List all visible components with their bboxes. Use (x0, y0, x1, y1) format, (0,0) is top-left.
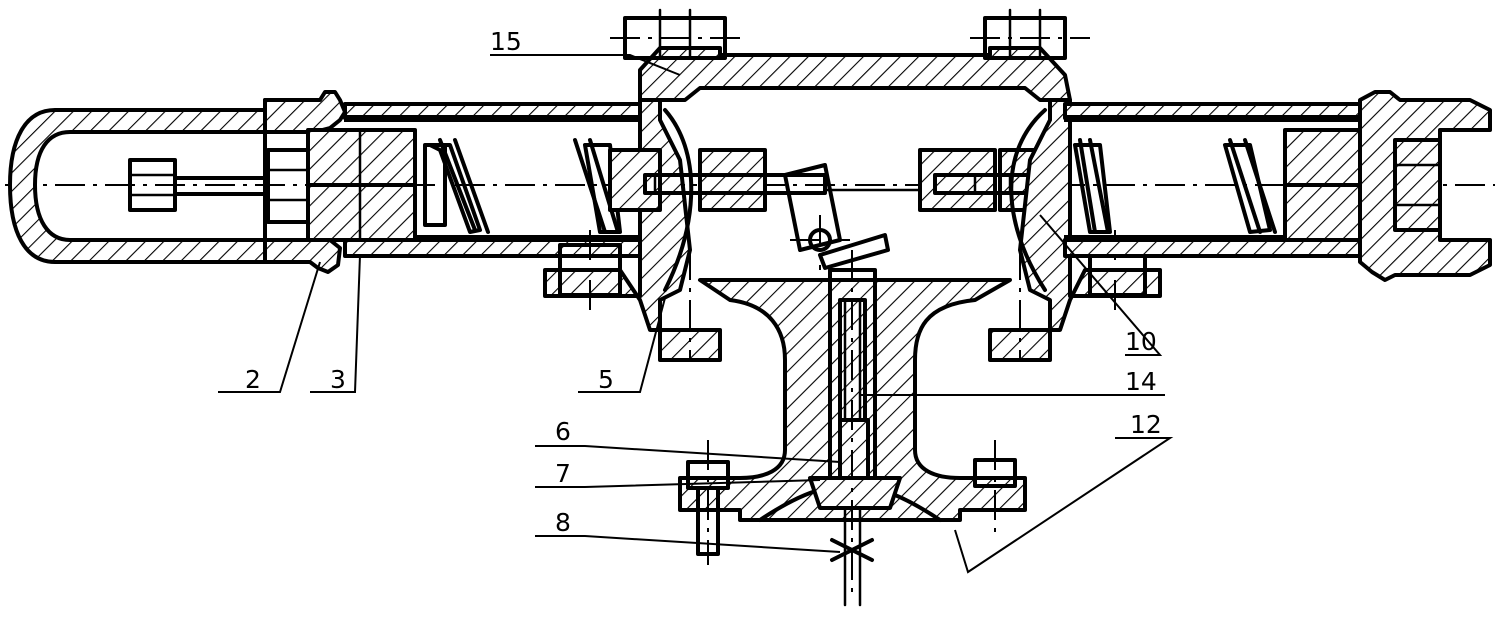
right-end-cap (1358, 90, 1492, 282)
left-valve-stem (608, 148, 827, 212)
right-spring (1073, 138, 1277, 234)
callout-15: 15 (490, 27, 522, 56)
central-lever (783, 163, 937, 270)
callout-8: 8 (555, 508, 571, 537)
callout-6: 6 (555, 417, 571, 446)
left-spring (423, 138, 622, 234)
callout-5: 5 (598, 365, 614, 394)
leader-lines (218, 54, 1174, 574)
left-flange-part-5 (543, 98, 722, 362)
housing-top (610, 8, 1090, 102)
left-cylinder-part-3 (306, 102, 647, 258)
lower-body (678, 250, 1027, 607)
left-handle-part-2 (8, 90, 347, 274)
callout-10: 10 (1125, 327, 1157, 356)
callout-3: 3 (330, 365, 346, 394)
callout-12: 12 (1130, 410, 1162, 439)
callout-7: 7 (555, 459, 571, 488)
right-flange-part-10 (988, 98, 1162, 362)
callout-2: 2 (245, 365, 261, 394)
callout-14: 14 (1125, 367, 1157, 396)
